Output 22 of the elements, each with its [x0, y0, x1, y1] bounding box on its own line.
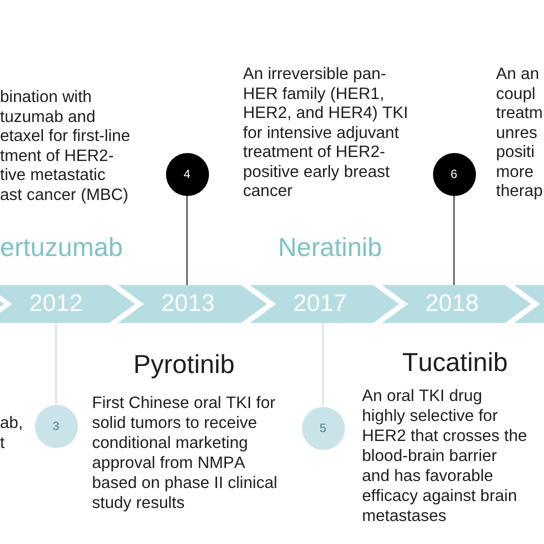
timeline-segment [514, 285, 544, 323]
timeline-segment: 2012 [0, 285, 135, 323]
connector-line [186, 196, 188, 285]
milestone-circle: 4 [166, 152, 208, 196]
description-text: ab, t [0, 413, 24, 453]
connector-line [322, 323, 324, 406]
description-text: An an coupl treatm unres positi more therap [496, 65, 544, 202]
connector-line [55, 323, 57, 404]
description-text: An oral TKI drug highly selective for HER2 that crosses the blood-brain barrier and has favorable efficacy against brain metastases [362, 386, 528, 526]
drug-name: ertuzumab [0, 232, 123, 262]
milestone-circle: 3 [34, 404, 78, 448]
drug-name: Neratinib [278, 232, 382, 262]
description-text: An irreversible pan- HER family (HER1, HER2, and HER4) TKI for intensive adjuvant treatment of HER2- positive early breast cancer [243, 65, 410, 202]
connector-line [453, 196, 455, 285]
drug-name: Pyrotinib [133, 349, 235, 379]
milestone-circle: 5 [302, 406, 344, 450]
timeline-segment: 2013 [118, 285, 267, 323]
timeline-segment: 2017 [250, 285, 399, 323]
drug-name: Tucatinib [402, 347, 508, 377]
description-text: bination with tuzumab and etaxel for first-line tment of HER2- tive metastatic ast cancer (MBC) [0, 88, 131, 205]
milestone-circle: 6 [432, 152, 476, 196]
description-text: First Chinese oral TKI for solid tumors to receive conditional marketing approval from NMPA based on phase II clinical study results [92, 393, 278, 513]
